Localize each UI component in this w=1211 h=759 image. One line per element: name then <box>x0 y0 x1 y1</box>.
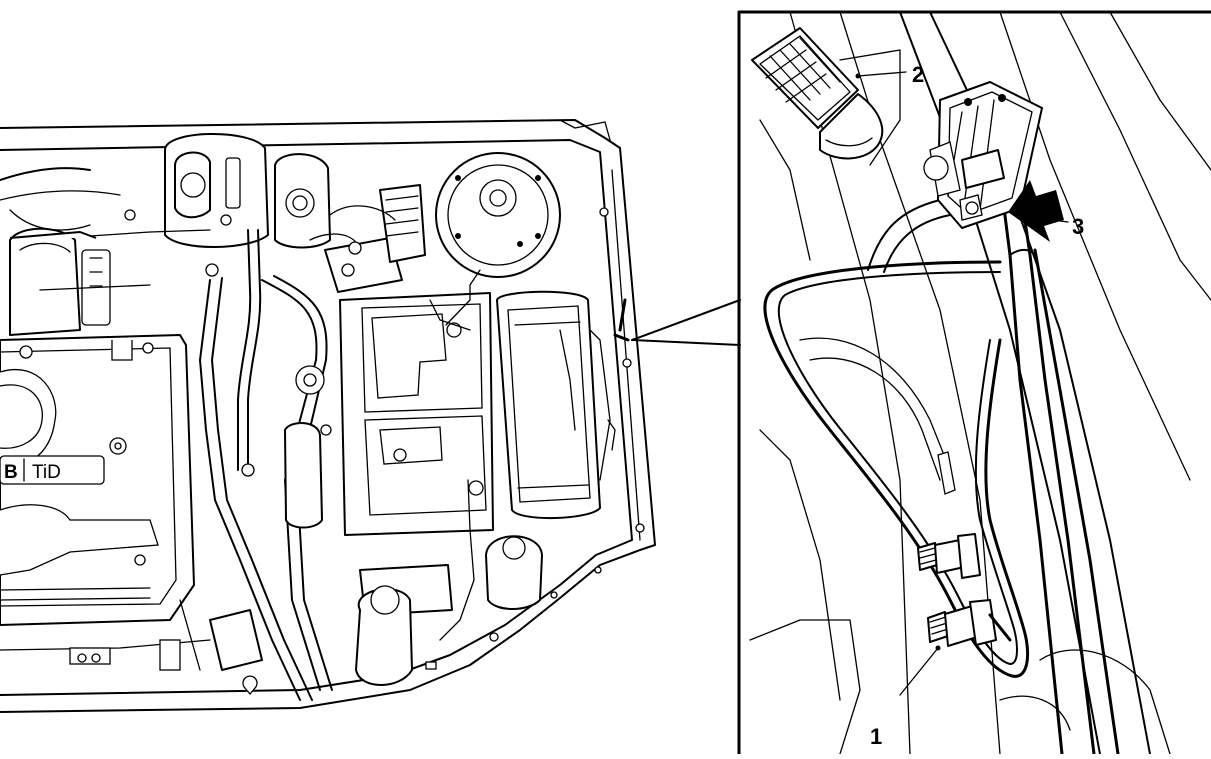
connector-item-3 <box>923 81 1043 229</box>
connector-item-2 <box>751 27 901 166</box>
ground-stud-lower <box>927 599 1012 647</box>
leader-line-2 <box>857 71 907 77</box>
detail-leader-line <box>631 299 741 346</box>
leader-line-3 <box>1051 219 1069 223</box>
detail-frame <box>737 10 1211 756</box>
callout-3: 3 <box>1072 214 1084 239</box>
badge-model: TiD <box>32 462 61 483</box>
engine-bay-overview: B TiD <box>0 119 656 713</box>
ground-stud-upper <box>917 533 981 579</box>
callout-1: 1 <box>870 724 882 749</box>
callout-2: 2 <box>912 62 924 87</box>
arrow-icon <box>1008 180 1064 242</box>
badge-brand: B <box>4 462 18 483</box>
leader-line-1 <box>899 647 939 696</box>
engine-badge: B TiD <box>0 455 105 485</box>
detail-view: 1 2 3 <box>737 10 1211 756</box>
